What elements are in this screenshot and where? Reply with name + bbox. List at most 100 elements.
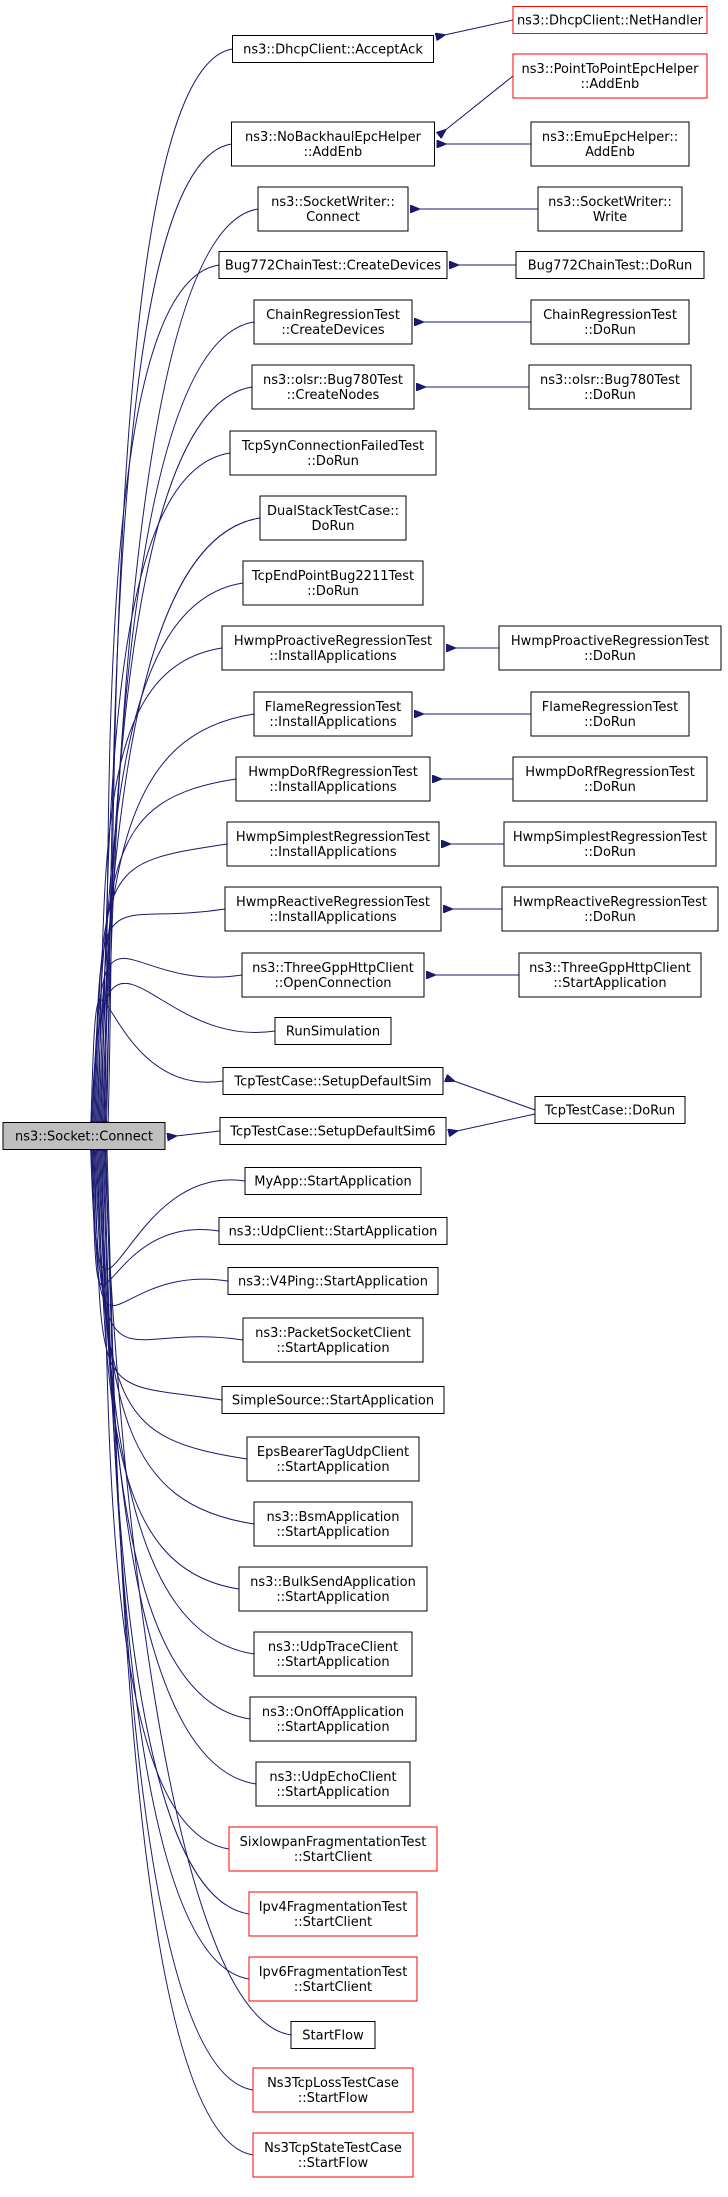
edge-layer	[91, 19, 538, 2156]
node-hwmpsimplest-install[interactable]: HwmpSimplestRegressionTest::InstallAppli…	[226, 821, 440, 867]
node-tcp-setup6[interactable]: TcpTestCase::SetupDefaultSim6	[219, 1117, 447, 1145]
node-label: ns3::OnOffApplication	[262, 1705, 404, 1720]
node-label: ::DoRun	[584, 910, 636, 925]
node-dhcp-nethandler[interactable]: ns3::DhcpClient::NetHandler	[512, 6, 708, 34]
node-box	[530, 121, 690, 167]
node-threegpp-start[interactable]: ns3::ThreeGppHttpClient::StartApplicatio…	[518, 952, 702, 998]
node-box	[259, 495, 407, 541]
node-hwmpsimplest-dorun[interactable]: HwmpSimplestRegressionTest::DoRun	[503, 821, 717, 867]
node-box	[227, 1267, 439, 1295]
node-label: Ipv6FragmentationTest	[259, 1965, 408, 1980]
edge-dhcp_nethandler	[445, 19, 514, 35]
node-label: ::OpenConnection	[274, 976, 391, 991]
node-hwmpproactive-dorun[interactable]: HwmpProactiveRegressionTest::DoRun	[498, 625, 722, 671]
node-label: HwmpProactiveRegressionTest	[234, 634, 432, 649]
node-tcpsyn-dorun[interactable]: TcpSynConnectionFailedTest::DoRun	[229, 430, 437, 476]
node-tcpstate-start[interactable]: Ns3TcpStateTestCase::StartFlow	[252, 2132, 414, 2178]
node-label: ::StartFlow	[298, 2156, 369, 2171]
node-hwmpreactive-install[interactable]: HwmpReactiveRegressionTest::InstallAppli…	[224, 886, 442, 932]
node-bulksend-start[interactable]: ns3::BulkSendApplication::StartApplicati…	[238, 1566, 428, 1612]
node-hwmpreactive-dorun[interactable]: HwmpReactiveRegressionTest::DoRun	[501, 886, 719, 932]
node-box	[512, 6, 708, 34]
edge-hwmpsimplest_install	[95, 843, 228, 1122]
node-nobackhaul-addenb[interactable]: ns3::NoBackhaulEpcHelper::AddEnb	[231, 121, 435, 167]
node-onoff-start[interactable]: ns3::OnOffApplication::StartApplication	[249, 1696, 417, 1742]
node-label: ::DoRun	[584, 323, 636, 338]
node-udptrace-start[interactable]: ns3::UdpTraceClient::StartApplication	[253, 1631, 413, 1677]
node-box	[248, 1891, 418, 1937]
node-udpecho-start[interactable]: ns3::UdpEchoClient::StartApplication	[255, 1761, 411, 1807]
node-label: ns3::DhcpClient::NetHandler	[517, 14, 704, 29]
node-box	[226, 821, 440, 867]
node-chainreg-create[interactable]: ChainRegressionTest::CreateDevices	[253, 299, 413, 345]
node-packetsocket-start[interactable]: ns3::PacketSocketClient::StartApplicatio…	[242, 1317, 424, 1363]
node-root[interactable]: ns3::Socket::Connect	[2, 1122, 166, 1150]
node-label: TcpTestCase::SetupDefaultSim6	[229, 1125, 435, 1140]
node-hwmpdorf-install[interactable]: HwmpDoRfRegressionTest::InstallApplicati…	[235, 756, 431, 802]
node-label: HwmpSimplestRegressionTest	[236, 830, 430, 845]
node-label: ::DoRun	[584, 780, 636, 795]
node-tcp-setup[interactable]: TcpTestCase::SetupDefaultSim	[222, 1067, 444, 1095]
node-threegpp-open[interactable]: ns3::ThreeGppHttpClient::OpenConnection	[241, 952, 425, 998]
node-label: Connect	[306, 210, 360, 225]
node-box	[228, 1826, 438, 1872]
node-v4ping-start[interactable]: ns3::V4Ping::StartApplication	[227, 1267, 439, 1295]
node-p2p-addenb[interactable]: ns3::PointToPointEpcHelper::AddEnb	[512, 53, 708, 99]
node-label: ::InstallApplications	[269, 649, 397, 664]
node-tcptest-dorun[interactable]: TcpTestCase::DoRun	[534, 1096, 686, 1124]
edge-tcpstate_start	[107, 1150, 254, 2156]
node-bug772-create[interactable]: Bug772ChainTest::CreateDevices	[218, 251, 448, 279]
node-label: HwmpDoRfRegressionTest	[248, 765, 418, 780]
node-label: HwmpSimplestRegressionTest	[513, 830, 707, 845]
node-runsim[interactable]: RunSimulation	[274, 1017, 392, 1045]
node-socketwriter-write[interactable]: ns3::SocketWriter::Write	[537, 186, 683, 232]
node-hwmpproactive-install[interactable]: HwmpProactiveRegressionTest::InstallAppl…	[221, 625, 445, 671]
node-ipv6frag-start[interactable]: Ipv6FragmentationTest::StartClient	[248, 1956, 418, 2002]
node-bug772-dorun[interactable]: Bug772ChainTest::DoRun	[515, 251, 705, 279]
node-hwmpdorf-dorun[interactable]: HwmpDoRfRegressionTest::DoRun	[512, 756, 708, 802]
node-epsbearer-start[interactable]: EpsBearerTagUdpClient::StartApplication	[246, 1436, 420, 1482]
node-label: ::StartApplication	[276, 1655, 389, 1670]
node-label: FlameRegressionTest	[542, 700, 678, 715]
node-flame-install[interactable]: FlameRegressionTest::InstallApplications	[253, 691, 413, 737]
node-simplesource-start[interactable]: SimpleSource::StartApplication	[221, 1386, 445, 1414]
node-flame-dorun[interactable]: FlameRegressionTest::DoRun	[530, 691, 690, 737]
node-dualstack-dorun[interactable]: DualStackTestCase::DoRun	[259, 495, 407, 541]
node-startflow[interactable]: StartFlow	[290, 2021, 376, 2049]
node-label: ::StartApplication	[276, 1460, 389, 1475]
node-sixlowpan-start[interactable]: SixlowpanFragmentationTest::StartClient	[228, 1826, 438, 1872]
node-label: ns3::olsr::Bug780Test	[263, 373, 403, 388]
node-udpclient-start[interactable]: ns3::UdpClient::StartApplication	[218, 1217, 448, 1245]
edge-runsim	[92, 982, 276, 1122]
node-box	[498, 625, 722, 671]
node-chainreg-dorun[interactable]: ChainRegressionTest::DoRun	[530, 299, 690, 345]
edge-tcp_setup	[91, 999, 224, 1122]
node-box	[534, 1096, 686, 1124]
node-tcploss-start[interactable]: Ns3TcpLossTestCase::StartFlow	[252, 2067, 414, 2113]
node-label: ::CreateDevices	[281, 323, 384, 338]
node-myapp-start[interactable]: MyApp::StartApplication	[244, 1167, 422, 1195]
node-ipv4frag-start[interactable]: Ipv4FragmentationTest::StartClient	[248, 1891, 418, 1937]
node-label: ns3::SocketWriter::	[548, 195, 672, 210]
node-olsr-createnodes[interactable]: ns3::olsr::Bug780Test::CreateNodes	[251, 364, 415, 410]
node-emu-addenb[interactable]: ns3::EmuEpcHelper::AddEnb	[530, 121, 690, 167]
node-box	[518, 952, 702, 998]
node-bsm-start[interactable]: ns3::BsmApplication::StartApplication	[253, 1501, 413, 1547]
node-box	[246, 1436, 420, 1482]
node-box	[249, 1696, 417, 1742]
node-label: ::InstallApplications	[269, 910, 397, 925]
node-label: ::StartApplication	[276, 1525, 389, 1540]
node-socketwriter-connect[interactable]: ns3::SocketWriter::Connect	[257, 186, 409, 232]
node-label: Bug772ChainTest::CreateDevices	[225, 259, 441, 274]
node-label: ::InstallApplications	[269, 715, 397, 730]
node-olsr-dorun[interactable]: ns3::olsr::Bug780Test::DoRun	[528, 364, 692, 410]
node-label: HwmpReactiveRegressionTest	[236, 895, 430, 910]
node-box	[232, 35, 434, 63]
node-box	[251, 364, 415, 410]
node-box	[503, 821, 717, 867]
edge-hwmpproactive_install	[98, 647, 223, 1122]
node-layer: ns3::Socket::Connect ns3::DhcpClient::Acc…	[2, 6, 722, 2178]
node-tcpendpoint-dorun[interactable]: TcpEndPointBug2211Test::DoRun	[242, 560, 424, 606]
node-dhcp-accept[interactable]: ns3::DhcpClient::AcceptAck	[232, 35, 434, 63]
node-label: Ipv4FragmentationTest	[259, 1900, 408, 1915]
